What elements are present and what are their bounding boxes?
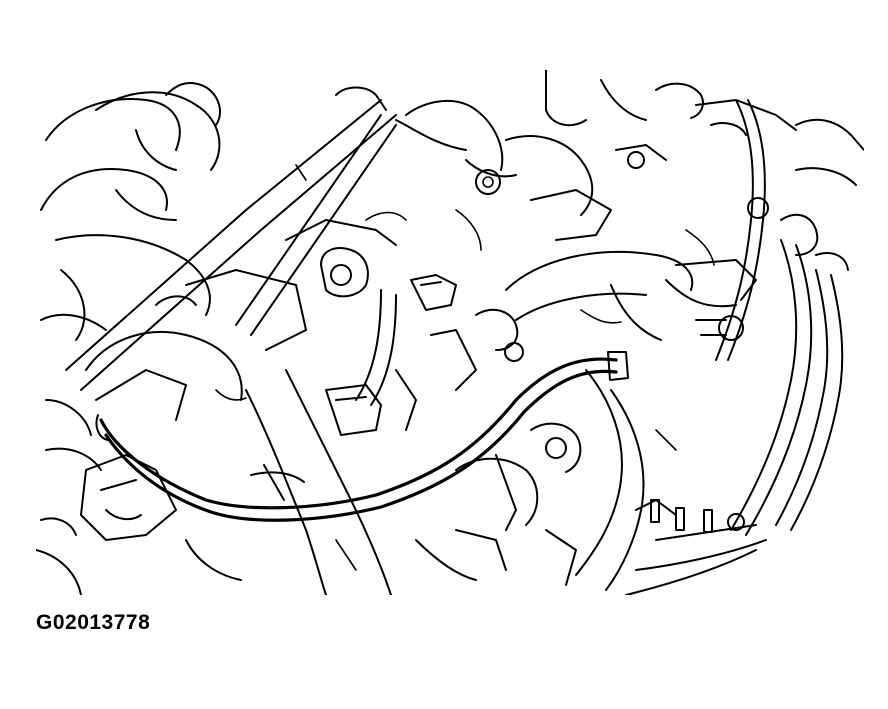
right-tube-bundle [715, 99, 849, 536]
left-engine-block [40, 82, 221, 341]
middle-connectors [325, 274, 524, 436]
detail-strokes [215, 164, 715, 571]
engine-line-art [36, 70, 864, 595]
lower-middle-parts [415, 369, 645, 591]
lower-right-plate [625, 499, 767, 595]
routed-harness [95, 351, 629, 522]
engine-diagram [36, 70, 864, 595]
center-bracket [155, 219, 397, 351]
upper-right-hose [505, 250, 757, 341]
upper-right-fittings [615, 82, 864, 219]
diagonal-rail [65, 86, 397, 391]
lower-left-component [36, 330, 243, 595]
top-connector [395, 70, 647, 241]
figure-id-label: G02013778 [36, 611, 151, 634]
central-duct [245, 369, 392, 595]
